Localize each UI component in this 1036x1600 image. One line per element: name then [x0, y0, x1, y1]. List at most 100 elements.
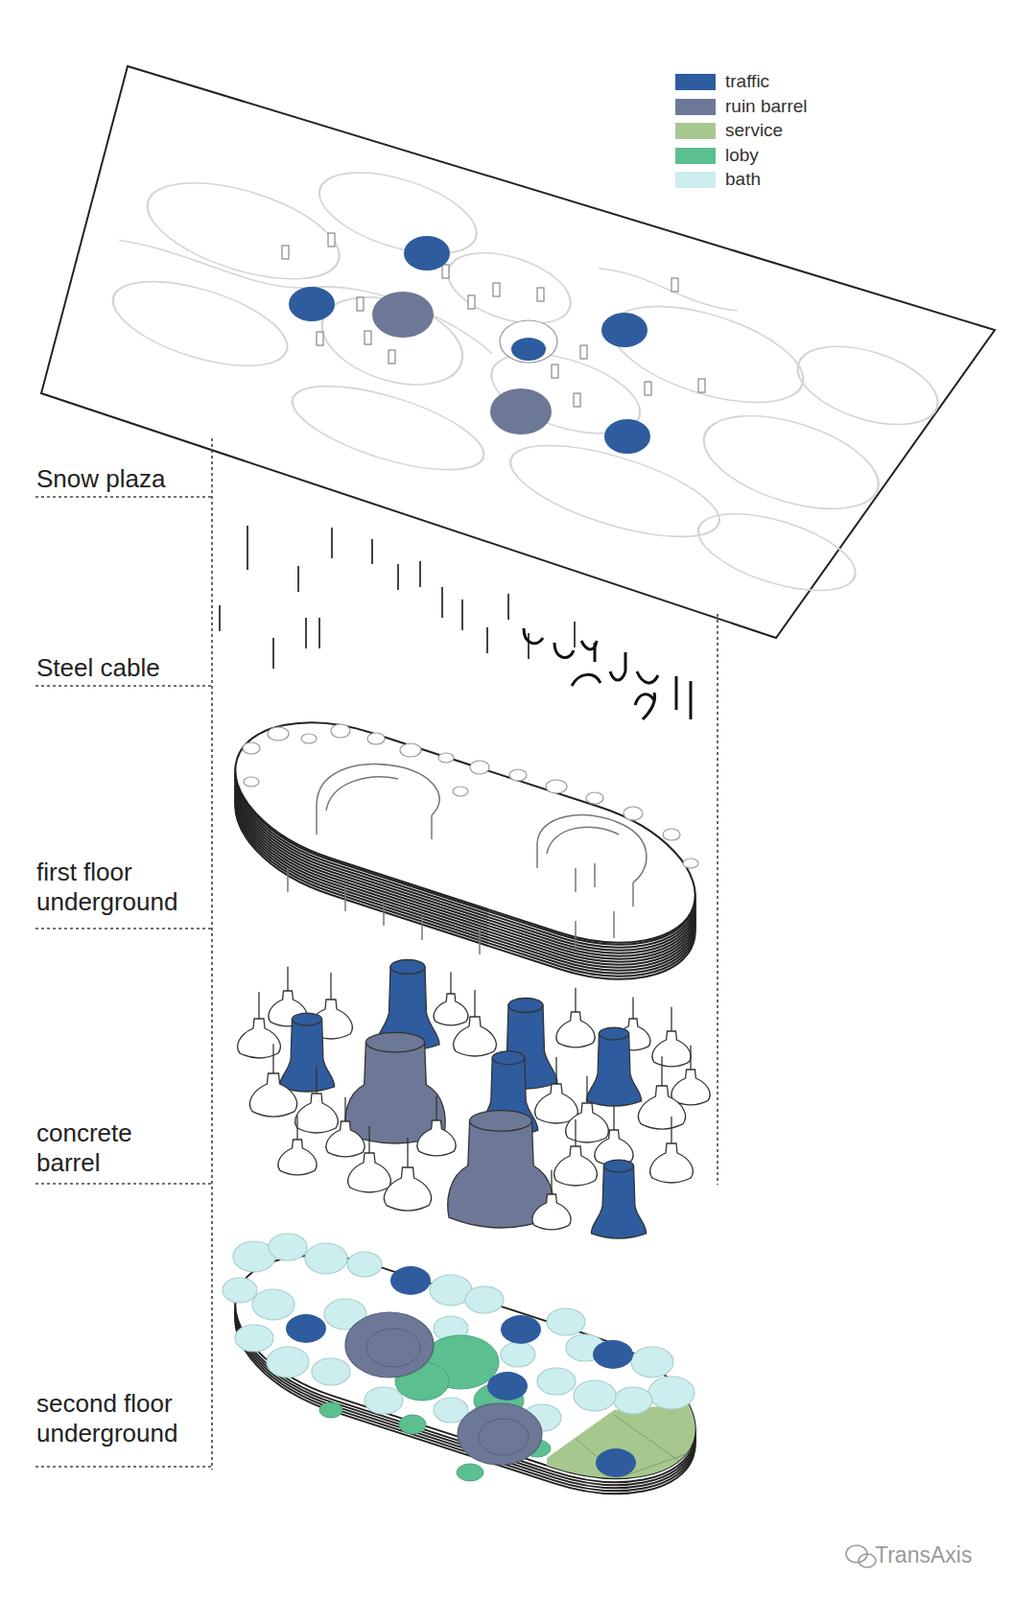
cable-hook — [593, 642, 597, 662]
first-floor-slab — [545, 779, 567, 794]
post — [537, 287, 544, 302]
second-floor-slab — [390, 1266, 431, 1295]
concrete-barrel — [671, 1045, 710, 1106]
steel-cable — [246, 525, 249, 570]
first-floor-slab — [586, 792, 604, 804]
concrete-barrel — [650, 1116, 694, 1183]
legend-text: service — [725, 119, 783, 142]
first-floor-slab — [216, 695, 714, 969]
legend-text: traffic — [725, 70, 770, 93]
second-floor-slab — [487, 1371, 528, 1401]
second-floor-slab — [222, 1277, 258, 1303]
concrete-barrel — [295, 1066, 339, 1133]
steel-cable — [461, 599, 464, 631]
steel-cable — [507, 593, 510, 620]
second-floor-slab — [595, 1448, 636, 1478]
second-floor-slab — [366, 1328, 529, 1456]
steel-cable — [419, 561, 422, 588]
first-floor-slab — [421, 916, 424, 941]
second-floor-slab — [399, 1414, 426, 1435]
concrete-barrel — [417, 1096, 456, 1156]
post — [580, 345, 588, 359]
first-floor-slab — [242, 742, 260, 754]
guide-line — [35, 1465, 212, 1468]
concrete-barrel — [345, 1032, 446, 1144]
second-floor-slab — [613, 1387, 653, 1414]
first-floor-slab — [344, 887, 347, 912]
second-floor-slab — [285, 1266, 636, 1478]
watermark: TransAxis — [874, 1542, 972, 1569]
second-floor-slab — [575, 1438, 691, 1535]
post — [328, 233, 335, 247]
cable-hook — [610, 671, 626, 681]
first-floor-slab — [301, 733, 317, 744]
first-floor-slab — [220, 786, 538, 998]
steel-cable — [397, 564, 400, 590]
legend-text: loby — [725, 144, 759, 166]
concrete-barrel — [348, 1126, 392, 1193]
second-floor-slab — [546, 1308, 586, 1336]
guide-line — [211, 438, 213, 1470]
concrete-barrel — [556, 988, 595, 1048]
first-floor-slab — [330, 724, 351, 738]
second-floor-slab — [345, 1312, 434, 1378]
first-floor-slab — [593, 863, 596, 888]
steel-cable — [219, 525, 575, 669]
snow-plaza — [312, 282, 472, 401]
first-floor-slab — [623, 806, 643, 821]
cable-hook — [635, 694, 655, 706]
first-floor-slab — [470, 760, 490, 775]
second-floor-slab — [592, 1340, 634, 1369]
second-floor-slab — [345, 1312, 542, 1465]
first-floor-slab — [316, 763, 440, 816]
second-floor-slab — [500, 1342, 536, 1367]
legend-swatch — [675, 73, 716, 91]
post — [493, 282, 500, 297]
legend-row: service — [675, 119, 783, 142]
cable-hook — [523, 628, 543, 644]
concrete-barrel — [594, 1106, 634, 1166]
concrete-barrel — [652, 1007, 691, 1067]
traffic-mark — [288, 235, 651, 454]
legend-row: ruin barrel — [675, 95, 808, 118]
first-floor-slab — [382, 901, 385, 926]
legend-row: bath — [675, 168, 761, 190]
traffic-mark — [604, 419, 651, 454]
second-floor-slab — [285, 1314, 327, 1343]
snow-plaza — [41, 66, 995, 638]
steel-cable — [486, 627, 489, 654]
snow-plaza — [284, 369, 492, 488]
legend-swatch — [675, 98, 716, 116]
cable-hook — [523, 628, 691, 720]
post — [356, 297, 364, 311]
snow-plaza — [694, 398, 889, 528]
guide-line — [35, 438, 718, 1470]
guide-line — [716, 613, 719, 1185]
second-floor-slab — [266, 1346, 309, 1378]
layer-label: Steel cable — [36, 653, 214, 683]
traffic-mark — [288, 286, 335, 322]
second-floor-slab — [311, 1358, 351, 1386]
steel-cable — [272, 637, 275, 669]
second-floor-slab — [319, 1402, 343, 1418]
first-floor-slab — [478, 930, 481, 955]
concrete-barrel — [590, 1159, 646, 1239]
first-floor-slab — [216, 695, 714, 1006]
snow-plaza — [41, 66, 995, 638]
layer-label: first floor underground — [36, 857, 208, 918]
second-floor-slab — [456, 1463, 484, 1482]
second-floor-slab — [366, 1328, 421, 1367]
steel-cable — [305, 617, 307, 649]
concrete-barrel — [279, 1012, 334, 1092]
snow-plaza — [310, 156, 485, 270]
first-floor-slab — [367, 732, 385, 745]
second-floor-slab — [546, 1400, 730, 1535]
concrete-barrel — [433, 972, 469, 1026]
steel-cable — [371, 539, 374, 565]
second-floor-slab — [215, 1227, 715, 1523]
post — [698, 378, 706, 393]
layer-label: concrete barrel — [36, 1118, 181, 1178]
concrete-barrel — [554, 1119, 598, 1186]
first-floor-slab — [546, 826, 619, 854]
snow-plaza — [690, 498, 863, 607]
